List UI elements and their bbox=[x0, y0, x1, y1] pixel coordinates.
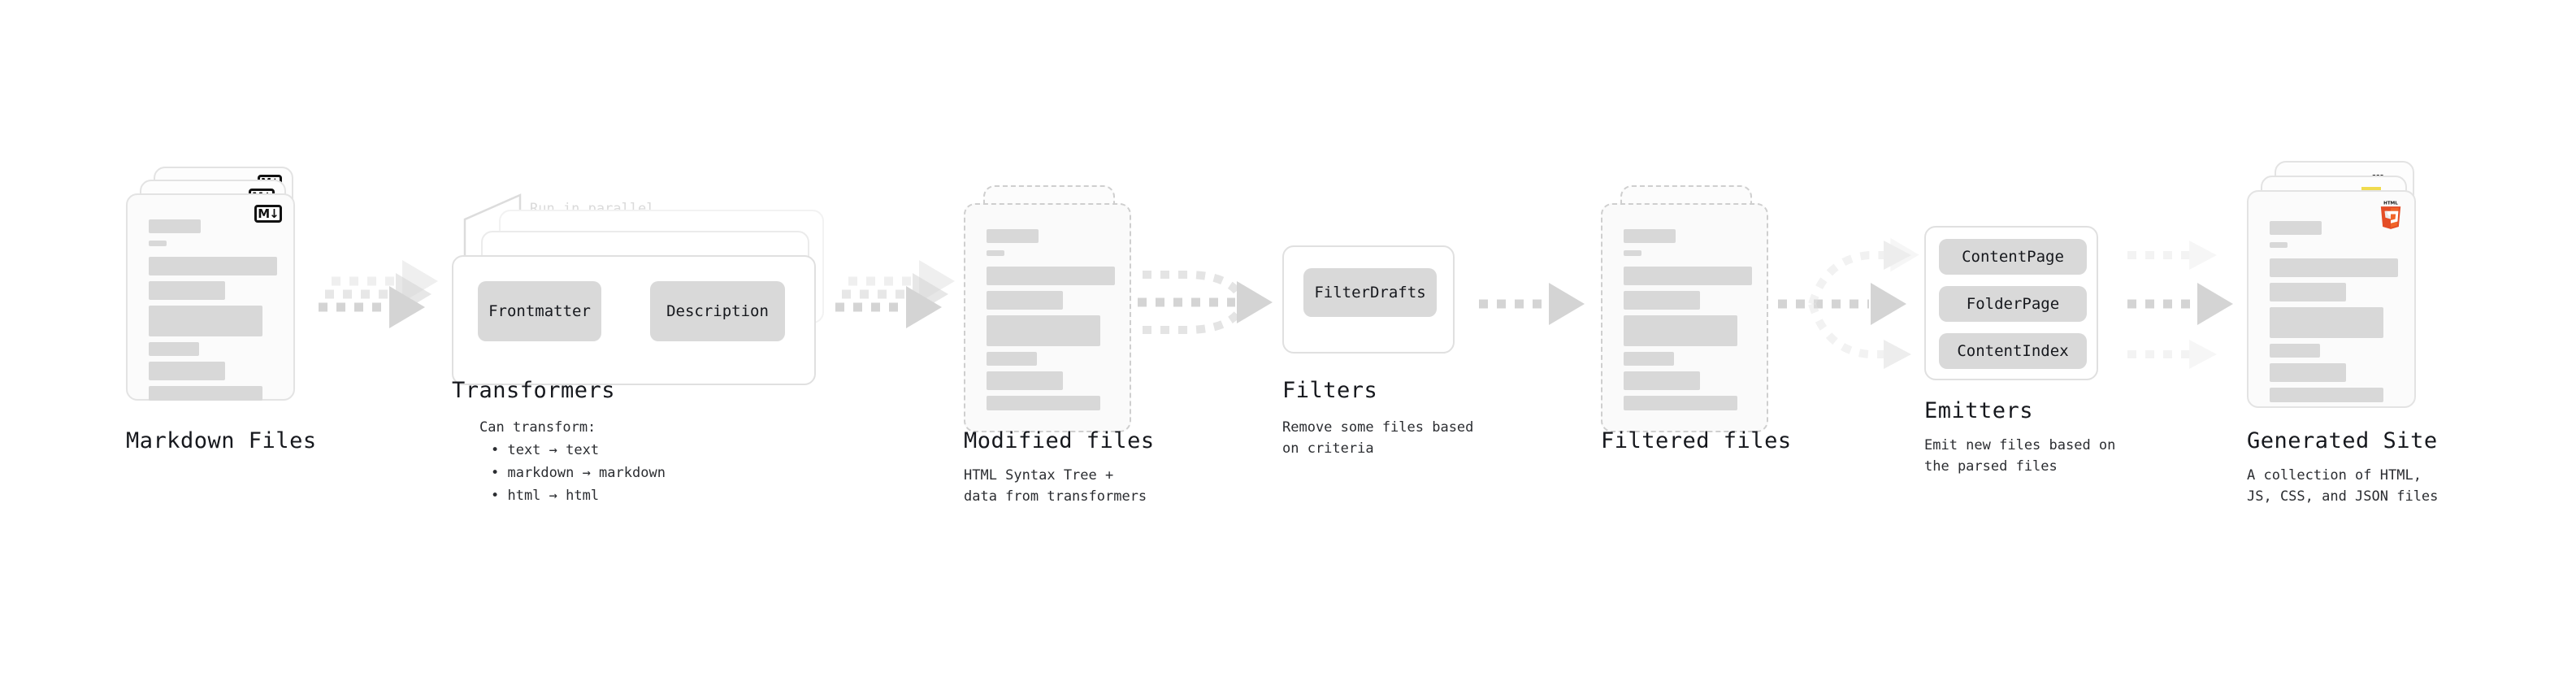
site-skeleton bbox=[2270, 221, 2398, 410]
arrow-filtered-to-emitters bbox=[1778, 237, 1919, 369]
site-card-front: HTML bbox=[2247, 190, 2416, 408]
chip-folderpage[interactable]: FolderPage bbox=[1939, 286, 2087, 322]
chip-folderpage-label: FolderPage bbox=[1966, 295, 2060, 313]
arrow-modified-to-filters bbox=[1138, 271, 1273, 334]
modified-skeleton bbox=[987, 229, 1115, 418]
transformer-box-front: Frontmatter Description bbox=[452, 255, 816, 385]
transformers-bullet-1: • markdown → markdown bbox=[491, 465, 666, 481]
stage-title-markdown-files: Markdown Files bbox=[126, 428, 317, 453]
chip-contentpage[interactable]: ContentPage bbox=[1939, 239, 2087, 275]
modified-files-subtitle: HTML Syntax Tree + data from transformer… bbox=[964, 467, 1147, 505]
markdown-badge: M↓ bbox=[254, 205, 282, 223]
arrow-filters-to-filtered bbox=[1479, 283, 1585, 325]
markdown-skeleton bbox=[149, 219, 277, 408]
chip-contentpage-label: ContentPage bbox=[1962, 248, 2064, 266]
chip-filterdrafts[interactable]: FilterDrafts bbox=[1303, 268, 1437, 317]
chip-contentindex-label: ContentIndex bbox=[1957, 342, 2069, 360]
html5-icon: HTML bbox=[2379, 200, 2403, 229]
stage-title-modified-files: Modified files bbox=[964, 428, 1155, 453]
transformers-bullet-0: • text → text bbox=[491, 442, 600, 458]
chip-filterdrafts-label: FilterDrafts bbox=[1314, 284, 1426, 301]
chip-frontmatter-label: Frontmatter bbox=[488, 302, 591, 320]
filters-subtitle: Remove some files based on criteria bbox=[1282, 419, 1474, 458]
modified-card-front bbox=[964, 203, 1131, 432]
stage-title-filters: Filters bbox=[1282, 378, 1378, 403]
chip-description[interactable]: Description bbox=[650, 281, 785, 341]
emitters-box: ContentPage FolderPage ContentIndex bbox=[1924, 226, 2098, 380]
filtered-skeleton bbox=[1624, 229, 1752, 418]
arrow-markdown-to-transformers bbox=[319, 260, 438, 328]
markdown-card-front: M↓ bbox=[126, 193, 295, 401]
generated-site-subtitle: A collection of HTML, JS, CSS, and JSON … bbox=[2247, 467, 2439, 505]
filters-box: FilterDrafts bbox=[1282, 245, 1455, 354]
stage-title-filtered-files: Filtered files bbox=[1601, 428, 1792, 453]
chip-contentindex[interactable]: ContentIndex bbox=[1939, 333, 2087, 369]
emitters-subtitle: Emit new files based on the parsed files bbox=[1924, 437, 2116, 475]
filtered-card-front bbox=[1601, 203, 1768, 432]
arrow-transformers-to-modified bbox=[835, 260, 955, 328]
stage-title-emitters: Emitters bbox=[1924, 398, 2034, 423]
stage-title-transformers: Transformers bbox=[452, 378, 616, 403]
arrow-emitters-to-site bbox=[2127, 241, 2233, 369]
chip-description-label: Description bbox=[666, 302, 769, 320]
svg-text:HTML: HTML bbox=[2383, 201, 2398, 206]
transformers-subtitle: Can transform: bbox=[479, 419, 596, 436]
chip-frontmatter[interactable]: Frontmatter bbox=[478, 281, 601, 341]
transformers-bullet-2: • html → html bbox=[491, 488, 600, 504]
stage-title-generated-site: Generated Site bbox=[2247, 428, 2438, 453]
